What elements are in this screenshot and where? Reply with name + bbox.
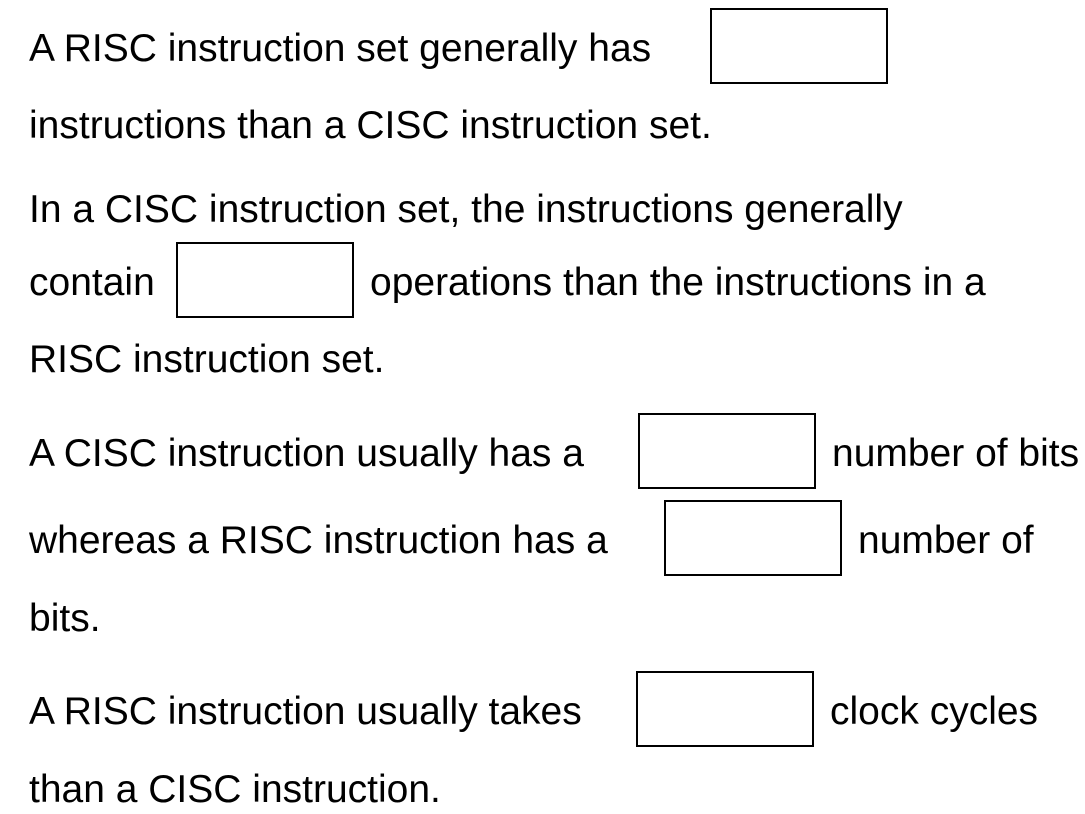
q3-text-line3: bits. bbox=[29, 597, 101, 640]
q1-answer-box[interactable] bbox=[710, 8, 888, 84]
q2-answer-input[interactable] bbox=[178, 244, 352, 316]
q3-text-line1-before: A CISC instruction usually has a bbox=[29, 432, 584, 475]
q2-text-line2-before: contain bbox=[29, 261, 155, 304]
q2-text-line1: In a CISC instruction set, the instructi… bbox=[29, 188, 903, 231]
q2-answer-box[interactable] bbox=[176, 242, 354, 318]
q2-text-line3: RISC instruction set. bbox=[29, 338, 385, 381]
q3-text-line2-after: number of bbox=[858, 519, 1034, 562]
q3-text-line1-after: number of bits bbox=[832, 432, 1080, 475]
q4-answer-box[interactable] bbox=[636, 671, 814, 747]
q3-answer-box-2[interactable] bbox=[664, 500, 842, 576]
q4-text-line1-before: A RISC instruction usually takes bbox=[29, 690, 582, 733]
q4-text-line1-after: clock cycles bbox=[830, 690, 1039, 733]
q3-answer-input-2[interactable] bbox=[666, 502, 840, 574]
q4-answer-input[interactable] bbox=[638, 673, 812, 745]
q1-text-line2: instructions than a CISC instruction set… bbox=[29, 104, 712, 147]
q3-text-line2-before: whereas a RISC instruction has a bbox=[29, 519, 608, 562]
q1-answer-input[interactable] bbox=[712, 10, 886, 82]
q3-answer-box-1[interactable] bbox=[638, 413, 816, 489]
q4-text-line2: than a CISC instruction. bbox=[29, 768, 441, 811]
q2-text-line2-after: operations than the instructions in a bbox=[370, 261, 986, 304]
q3-answer-input-1[interactable] bbox=[640, 415, 814, 487]
q1-text-line1: A RISC instruction set generally has bbox=[29, 27, 652, 70]
